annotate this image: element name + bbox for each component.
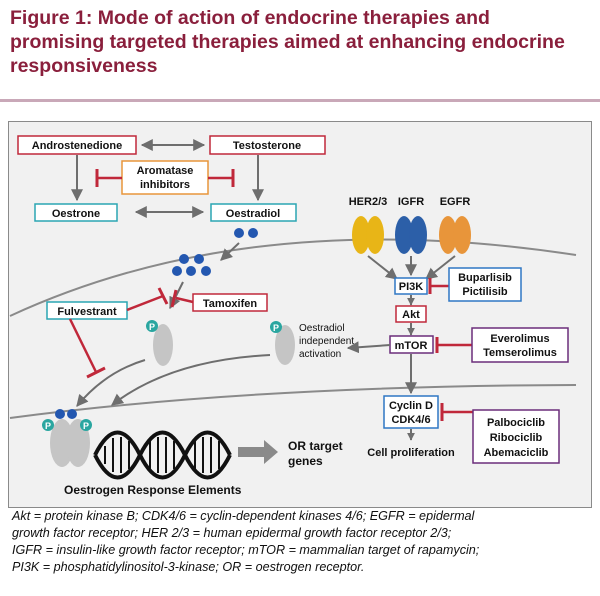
oi-label-line1: Oestradiol	[299, 323, 345, 334]
her23-label: HER2/3	[349, 196, 388, 208]
phosphate-circle	[146, 320, 158, 332]
inhibit-bar	[157, 287, 169, 305]
oestradiol-entry-arrow	[220, 242, 240, 261]
egfr-receptor-left	[439, 216, 457, 254]
akt-label: Akt	[402, 309, 420, 321]
oestradiol-molecule	[234, 228, 244, 238]
androstenedione-box	[17, 135, 137, 155]
fulvestrant-box	[46, 301, 128, 320]
oestrone-label: Oestrone	[52, 208, 100, 220]
phosphate-label: P	[149, 322, 155, 332]
igfr-receptor-left	[395, 216, 413, 254]
caption-line-2: growth factor receptor; HER 2/3 = human …	[12, 526, 452, 540]
cdk-inhibitors-box	[472, 409, 560, 464]
mtor-label: mTOR	[395, 340, 428, 352]
igfr-label: IGFR	[398, 196, 424, 208]
phosphate-label: P	[273, 323, 279, 333]
inhibit-bar	[86, 366, 106, 379]
figure-title: Figure 1: Mode of action of endocrine th…	[10, 6, 595, 78]
title-line-1: Figure 1: Mode of action of endocrine th…	[10, 7, 490, 29]
mtor-inhibitors-box	[471, 327, 569, 363]
title-line-2: promising targeted therapies aimed at en…	[10, 31, 565, 53]
fulvestrant-inhibit-receptor	[126, 294, 164, 312]
title-line-3: responsiveness	[10, 55, 158, 77]
caption-line-1: Akt = protein kinase B; CDK4/6 = cyclin-…	[12, 509, 475, 523]
receptor-to-nucleus-arrow	[76, 359, 146, 407]
temserolimus-label: Temserolimus	[483, 347, 557, 359]
nuclear-receptor-right	[66, 419, 90, 467]
cyclin-d-label: Cyclin D	[389, 400, 433, 412]
oestradiol-box	[210, 203, 297, 222]
oestradiol-molecule	[194, 254, 204, 264]
phosphate-circle	[42, 419, 54, 431]
abemaciclib-label: Abemaciclib	[484, 447, 549, 459]
oestradiol-molecule	[172, 266, 182, 276]
androstenedione-label: Androstenedione	[32, 140, 122, 152]
mtor-box	[389, 335, 434, 354]
cyclin-cdk-box	[383, 395, 439, 429]
testosterone-label: Testosterone	[233, 140, 301, 152]
pi3k-inhibitors-box	[448, 267, 522, 302]
pi3k-box	[394, 277, 428, 295]
inhibit-bar	[170, 289, 178, 308]
phosphate-circle	[270, 321, 282, 333]
everolimus-label: Everolimus	[490, 333, 549, 345]
oestradiol-label: Oestradiol	[226, 208, 280, 220]
palbociclib-label: Palbociclib	[487, 417, 545, 429]
ore-label: Oestrogen Response Elements	[64, 483, 242, 497]
oestradiol-molecule	[67, 409, 77, 419]
her23-receptor-right	[366, 216, 384, 254]
akt-box	[395, 305, 427, 323]
figure-caption: Akt = protein kinase B; CDK4/6 = cyclin-…	[12, 508, 592, 576]
tamoxifen-inhibit-line	[175, 296, 194, 304]
oestradiol-molecule	[55, 409, 65, 419]
caption-line-4: PI3K = phosphatidylinositol-3-kinase; OR…	[12, 560, 365, 574]
phosphate-label: P	[45, 421, 51, 431]
pi3k-label: PI3K	[399, 281, 424, 293]
buparlisib-label: Buparlisib	[458, 272, 512, 284]
oestradiol-molecule	[201, 266, 211, 276]
or-target-line1: OR target	[288, 439, 343, 453]
title-divider	[0, 99, 600, 102]
oestrogen-receptor-independent	[275, 325, 295, 365]
cell-membrane	[9, 238, 577, 317]
ribociclib-label: Ribociclib	[490, 432, 543, 444]
nuclear-membrane	[9, 384, 577, 419]
dna-helix-icon	[93, 430, 232, 480]
igfr-receptor-right	[409, 216, 427, 254]
oestrone-box	[34, 203, 118, 222]
oestradiol-molecule	[186, 266, 196, 276]
phosphate-circle	[80, 419, 92, 431]
oestrogen-receptor-cytoplasm	[153, 324, 173, 366]
oestradiol-molecule	[248, 228, 258, 238]
mtor-to-oi-arrow	[346, 341, 391, 354]
fulvestrant-inhibit-nucleus	[68, 318, 98, 373]
cdk46-label: CDK4/6	[391, 414, 430, 426]
aromatase-label-line2: inhibitors	[140, 179, 190, 191]
oi-label-line3: activation	[299, 349, 341, 360]
testosterone-box	[209, 135, 326, 155]
her23-receptor-left	[352, 216, 370, 254]
tamoxifen-box	[192, 293, 268, 312]
pictilisib-label: Pictilisib	[462, 286, 508, 298]
transcription-arrow-icon	[238, 440, 278, 464]
oi-label-line2: independent	[299, 336, 354, 347]
cell-proliferation-label: Cell proliferation	[367, 447, 455, 459]
egfr-label: EGFR	[440, 196, 471, 208]
oestradiol-molecule	[179, 254, 189, 264]
her23-to-pi3k-arrow	[367, 255, 398, 280]
fulvestrant-label: Fulvestrant	[57, 306, 117, 318]
phosphate-label: P	[83, 421, 89, 431]
aromatase-label-line1: Aromatase	[137, 165, 194, 177]
egfr-receptor-right	[453, 216, 471, 254]
tamoxifen-label: Tamoxifen	[203, 298, 257, 310]
caption-line-3: IGFR = insulin-like growth factor recept…	[12, 543, 480, 557]
independent-to-nucleus-arrow	[111, 354, 271, 406]
egfr-to-pi3k-arrow	[425, 255, 456, 280]
or-target-line2: genes	[288, 454, 323, 468]
